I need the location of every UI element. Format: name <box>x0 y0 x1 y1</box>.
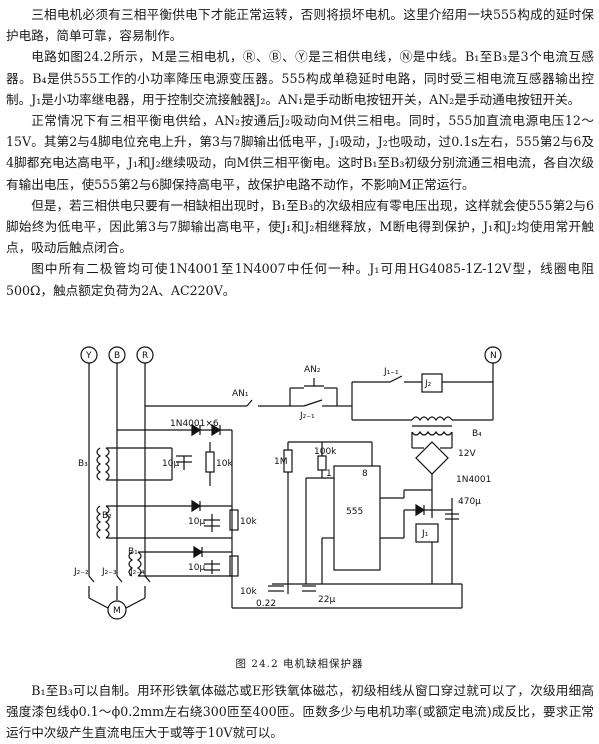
ic-555-label: 555 <box>346 507 363 517</box>
body-text: 三相电机必须有三相平衡供电下才能正常运转，否则将损坏电机。这里介绍用一块555构… <box>6 4 594 301</box>
pin8-label: 8 <box>362 469 368 479</box>
motor-label: M <box>113 606 121 616</box>
footer-text: B₁至B₃可以自制。用环形铁氧体磁芯或E形铁氧体磁芯，初级相线从窗口穿过就可以了… <box>6 680 594 744</box>
j2-coil-label: J₂ <box>424 379 432 389</box>
phase-b-label: B <box>114 351 120 361</box>
paragraph-circuit: 电路如图24.2所示，M是三相电机，Ⓡ、Ⓑ、Ⓨ是三相供电线，Ⓝ是中线。B₁至B₃… <box>6 49 594 107</box>
cap-470-label: 470μ <box>458 497 481 507</box>
paragraph-intro: 三相电机必须有三相平衡供电下才能正常运转，否则将损坏电机。这里介绍用一块555构… <box>6 7 594 44</box>
bridge-diode-label: 1N4001 <box>456 475 491 485</box>
b1-label: B₁ <box>128 547 138 557</box>
bridge-rectifier <box>415 441 449 475</box>
phase-r-label: R <box>142 351 148 361</box>
res2-label: 10k <box>240 517 257 527</box>
an2-label: AN₂ <box>304 365 321 375</box>
res1-label: 10k <box>216 459 233 469</box>
volt-label: 12V <box>458 449 476 459</box>
paragraph-normal: 正常情况下有三相平衡电供给，AN₂按通后J₂吸动向M供三相电。同时，555加直流… <box>6 113 594 192</box>
figure-caption: 图 24.2 电机缺相保护器 <box>235 658 364 670</box>
ic-555-box <box>333 465 381 571</box>
contact-j2-4-label: J₂₋₄ <box>129 567 145 577</box>
b3-label: B₃ <box>78 459 88 469</box>
cap-22-label: 22μ <box>318 595 335 605</box>
paragraph-fault: 但是，若三相供电只要有一相缺相出现时，B₁至B₃的次级相应有零电压出现，这样就会… <box>6 197 594 256</box>
res-100k-label: 100k <box>314 447 337 457</box>
j2-coil-box <box>421 373 443 393</box>
paragraph-footer: B₁至B₃可以自制。用环形铁氧体磁芯或E形铁氧体磁芯，初级相线从窗口穿过就可以了… <box>6 683 594 741</box>
j1-coil-label: J₁ <box>421 529 429 539</box>
circuit-diagram: Y B R N AN₁ AN₂ J₂₋₁ J₁₋₁ J₂ B₄ 1N4001×6… <box>72 338 522 620</box>
res-1m-label: 1M <box>274 457 288 467</box>
pin1-label: 1 <box>326 469 332 479</box>
b2-label: B₂ <box>102 511 112 521</box>
cap1-label: 10μ <box>162 459 179 469</box>
contact-j2-3-label: J₂₋₃ <box>101 567 117 577</box>
cap2-label: 10μ <box>188 517 205 527</box>
motor-circle <box>107 600 127 620</box>
cap3-label: 10μ <box>188 563 205 573</box>
j1-coil-box <box>415 523 439 543</box>
res3-label: 10k <box>240 587 257 597</box>
contact-j2-2-label: J₂₋₂ <box>73 567 89 577</box>
phase-y-label: Y <box>85 351 92 361</box>
cap-022-label: 0.22 <box>256 599 276 609</box>
circuit-svg: Y B R N AN₁ AN₂ J₂₋₁ J₁₋₁ J₂ B₄ 1N4001×6… <box>73 346 502 620</box>
neutral-label: N <box>490 351 497 361</box>
an1-label: AN₁ <box>232 389 249 399</box>
b4-label: B₄ <box>472 429 482 439</box>
j1-contact-label: J₁₋₁ <box>383 367 399 377</box>
j2-contact-label: J₂₋₁ <box>299 411 315 421</box>
paragraph-parts: 图中所有二极管均可使1N4001至1N4007中任何一种。J₁可用HG4085-… <box>6 261 594 298</box>
diodes-label: 1N4001×6 <box>170 419 219 429</box>
